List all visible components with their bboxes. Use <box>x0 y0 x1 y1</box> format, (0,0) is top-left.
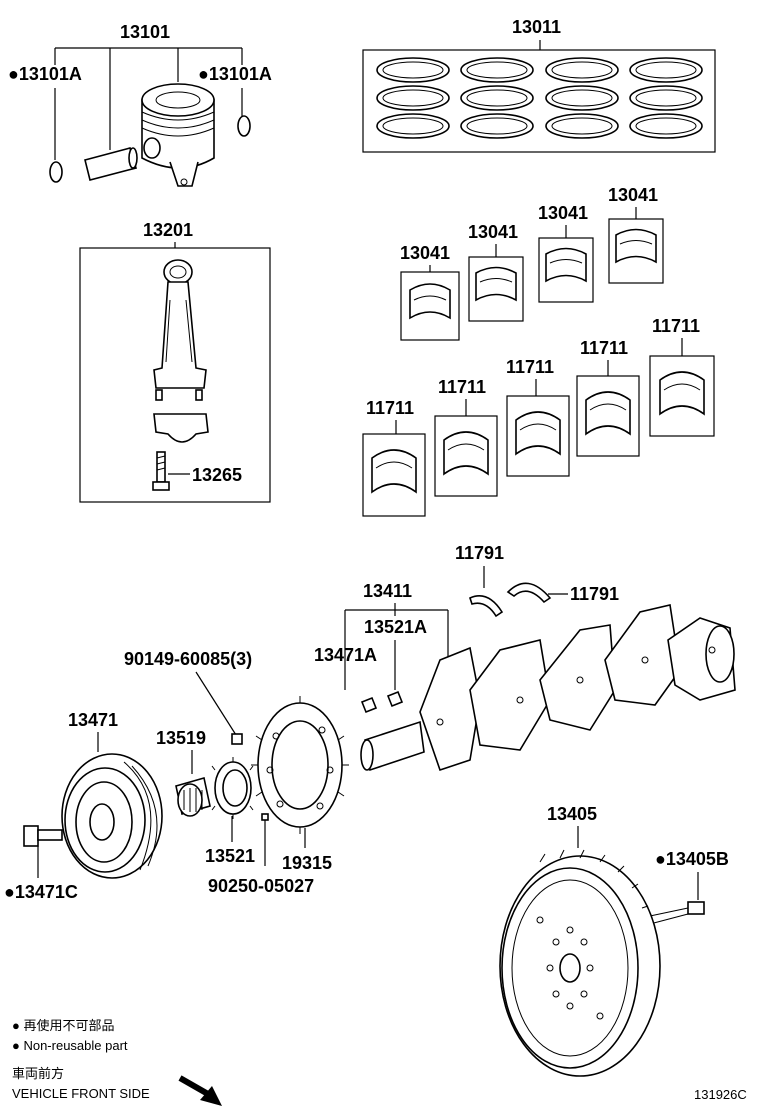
rod-bearings-group: 13041 13041 13041 13041 <box>400 185 664 341</box>
label-connecting-rod: 13201 <box>143 220 193 240</box>
legend: ● 再使用不可部品 ● Non-reusable part 車両前方 VEHIC… <box>12 1018 747 1106</box>
label-main-bearing-5: 11711 <box>652 316 700 336</box>
figure-code: 131926C <box>694 1087 747 1102</box>
thrust-washers-group: 11791 11791 <box>455 543 619 618</box>
main-bearing-5-icon <box>659 371 705 416</box>
piston-rings-group: 13011 <box>362 17 716 153</box>
rod-bearing-4-icon <box>615 228 657 264</box>
piston-rings-box <box>362 49 716 153</box>
label-timing-plate: 19315 <box>282 853 332 873</box>
label-thrust-washer-right: 11791 <box>570 584 619 604</box>
bolt-90149-icon <box>231 733 243 745</box>
label-pin-90250: 90250-05027 <box>208 876 314 896</box>
connecting-rod-box <box>79 247 271 503</box>
flywheel-group: 13405 ●13405B <box>499 804 729 1077</box>
label-main-bearing-2: 11711 <box>438 377 486 397</box>
label-piston-set: 13101 <box>120 22 170 42</box>
label-main-bearing-1: 11711 <box>366 398 414 418</box>
label-rod-bearing-2: 13041 <box>468 222 518 242</box>
thrust-washer-1-icon <box>469 595 504 618</box>
piston-pin-icon <box>84 147 138 181</box>
label-bolt-90149: 90149-60085(3) <box>124 649 252 669</box>
rod-bearing-3-icon <box>545 247 587 283</box>
label-snap-ring-right: ●13101A <box>198 64 272 84</box>
label-main-bearing-3: 11711 <box>506 357 554 377</box>
label-main-bearing-4: 11711 <box>580 338 628 358</box>
crank-pin-a-icon <box>386 690 404 708</box>
connecting-rod-icon <box>153 259 209 443</box>
snap-ring-right-icon <box>237 115 251 137</box>
label-sprocket-spacer: 13519 <box>156 728 206 748</box>
ring-set-2-icon <box>460 57 534 139</box>
crankshaft-icon <box>360 604 736 772</box>
label-crank-sprocket: 13521 <box>205 846 255 866</box>
crankshaft-group: 13411 13521A 13471A <box>314 581 736 772</box>
label-pulley-bolt: ●13471C <box>4 882 78 902</box>
label-snap-ring-left: ●13101A <box>8 64 82 84</box>
ring-set-4-icon <box>629 57 703 139</box>
main-bearing-2-icon <box>443 431 489 476</box>
label-crank-pin-a: 13521A <box>364 617 427 637</box>
timing-plate-icon <box>251 696 349 834</box>
rod-bearing-1-icon <box>409 283 451 320</box>
legend-non-reusable-en: ● Non-reusable part <box>12 1038 128 1053</box>
label-piston-rings: 13011 <box>512 17 561 37</box>
main-bearing-3-icon <box>515 411 561 456</box>
main-bearing-4-icon <box>585 391 631 436</box>
label-flywheel: 13405 <box>547 804 597 824</box>
legend-non-reusable-jp: ● 再使用不可部品 <box>12 1018 114 1033</box>
front-group: 90149-60085(3) 13471 ●13471C 13519 <box>4 649 349 902</box>
label-rod-bearing-4: 13041 <box>608 185 658 205</box>
legend-front-jp: 車両前方 <box>12 1066 64 1081</box>
legend-front-en: VEHICLE FRONT SIDE <box>12 1086 150 1101</box>
label-rod-bolt: 13265 <box>192 465 242 485</box>
label-key-a: 13471A <box>314 645 377 665</box>
label-rod-bearing-1: 13041 <box>400 243 450 263</box>
connecting-rod-group: 13201 13265 <box>79 220 271 503</box>
flywheel-bolt-icon <box>649 901 705 925</box>
pulley-icon <box>61 753 163 879</box>
pin-90250-icon <box>261 813 269 821</box>
snap-ring-left-icon <box>49 161 63 183</box>
label-pulley: 13471 <box>68 710 118 730</box>
label-thrust-washer-top: 11791 <box>455 543 504 563</box>
ring-set-1-icon <box>376 57 450 139</box>
ring-set-3-icon <box>545 57 619 139</box>
flywheel-icon <box>499 849 661 1077</box>
label-crankshaft: 13411 <box>363 581 412 601</box>
piston-icon <box>141 83 215 187</box>
key-a-icon <box>360 696 378 714</box>
thrust-washer-2-icon <box>506 582 552 604</box>
front-direction-arrow-icon <box>178 1075 222 1106</box>
crank-sprocket-icon <box>211 757 254 819</box>
pulley-bolt-icon <box>23 825 63 878</box>
rod-bolt-icon <box>152 451 170 491</box>
main-bearing-1-icon <box>371 449 417 494</box>
sprocket-spacer-icon <box>175 776 211 817</box>
label-flywheel-bolt: ●13405B <box>655 849 729 869</box>
rod-bearing-2-icon <box>475 266 517 302</box>
piston-group: 13101 ●13101A ●13101A <box>8 22 272 187</box>
label-rod-bearing-3: 13041 <box>538 203 588 223</box>
main-bearings-group: 11711 11711 11711 11711 11711 <box>362 316 715 517</box>
